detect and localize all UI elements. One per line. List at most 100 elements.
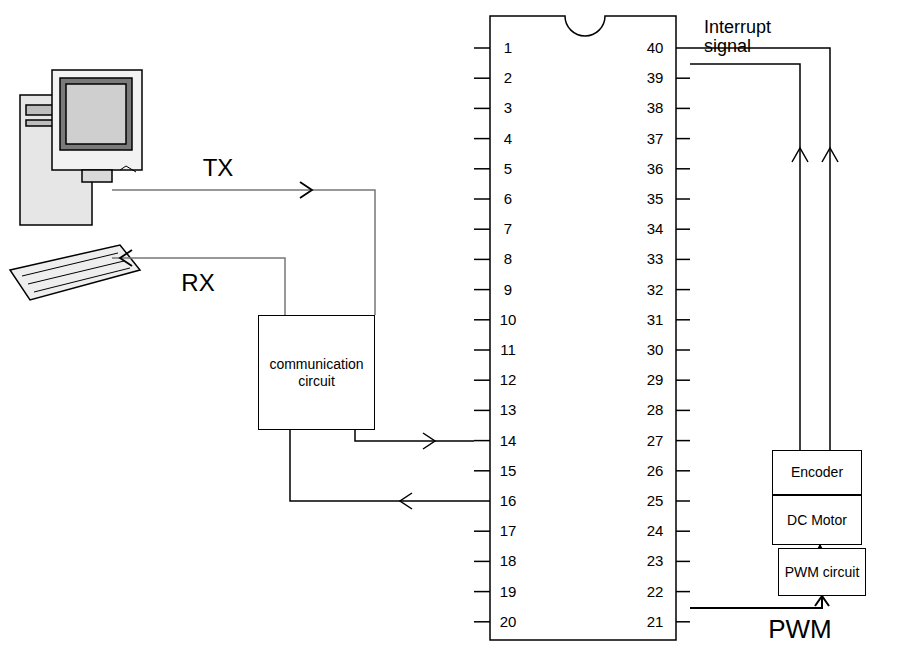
pin-number: 40 xyxy=(647,40,664,56)
pin-stub xyxy=(474,440,490,442)
pin-stub xyxy=(676,47,690,49)
pin-number: 39 xyxy=(647,70,664,86)
pin-stub xyxy=(676,349,690,351)
pin-number: 19 xyxy=(500,584,517,600)
pin-stub xyxy=(676,621,690,623)
pin-stub xyxy=(474,530,490,532)
pin-number: 29 xyxy=(647,372,664,388)
pin-stub xyxy=(676,138,690,140)
pin-number: 28 xyxy=(647,403,664,419)
signal-name: Interrupt signal xyxy=(704,18,792,56)
pin-stub xyxy=(474,168,490,170)
pin-number: 10 xyxy=(500,312,517,328)
pin-stub xyxy=(474,349,490,351)
pin-stub xyxy=(474,47,490,49)
pin-stub xyxy=(676,319,690,321)
pin-stub xyxy=(474,470,490,472)
pin-stub xyxy=(676,289,690,291)
pin-number: 16 xyxy=(500,493,517,509)
pin-number: 24 xyxy=(647,523,664,539)
pin-number: 33 xyxy=(647,252,664,268)
signal-name: PWM xyxy=(768,616,832,643)
pin-number: 25 xyxy=(647,493,664,509)
pin-number: 27 xyxy=(647,433,664,449)
uart-wires xyxy=(290,430,474,509)
box-label: DC Motor xyxy=(787,512,847,529)
pin-stub xyxy=(676,530,690,532)
pin-number: 2 xyxy=(504,70,512,86)
pin-stub xyxy=(676,500,690,502)
circuit-box: communication circuit xyxy=(258,315,375,430)
pin-number: 20 xyxy=(500,614,517,630)
pin-stub xyxy=(676,561,690,563)
pin-stub xyxy=(474,198,490,200)
interrupt-wires xyxy=(690,48,838,450)
pin-stub xyxy=(676,410,690,412)
pin-number: 11 xyxy=(500,342,516,358)
signal-name: TX xyxy=(203,155,234,180)
pin-number: 5 xyxy=(504,161,512,177)
pin-stub xyxy=(676,591,690,593)
pin-stub xyxy=(676,77,690,79)
pin-number: 3 xyxy=(504,101,512,117)
pin-stub xyxy=(474,561,490,563)
pin-number: 37 xyxy=(647,131,664,147)
pin-number: 38 xyxy=(647,101,664,117)
pin-stub xyxy=(676,198,690,200)
signal-name: RX xyxy=(181,270,214,295)
serial-wires xyxy=(112,190,375,315)
encoder-box: Encoder xyxy=(772,450,862,495)
pin-stub xyxy=(474,591,490,593)
pin-stub xyxy=(474,138,490,140)
pin-number: 1 xyxy=(504,40,512,56)
pin-stub xyxy=(474,289,490,291)
pin-number: 31 xyxy=(647,312,664,328)
box-label: Encoder xyxy=(791,464,843,481)
pin-number: 22 xyxy=(647,584,664,600)
box-label: PWM circuit xyxy=(785,564,860,581)
pin-number: 14 xyxy=(500,433,517,449)
pin-stub xyxy=(676,379,690,381)
pwm-wire xyxy=(690,596,829,608)
pin-number: 34 xyxy=(647,221,664,237)
pin-number: 26 xyxy=(647,463,664,479)
pin-stub xyxy=(474,77,490,79)
pin-stub xyxy=(474,379,490,381)
motor-box: DC Motor xyxy=(772,495,862,545)
dip40-chip xyxy=(474,16,690,640)
pin-number: 9 xyxy=(504,282,512,298)
pin-stub xyxy=(676,440,690,442)
pin-number: 4 xyxy=(504,131,512,147)
pin-number: 15 xyxy=(500,463,517,479)
pin-stub xyxy=(676,168,690,170)
pin-number: 17 xyxy=(500,523,517,539)
pin-number: 13 xyxy=(500,403,517,419)
pin-number: 36 xyxy=(647,161,664,177)
circuit-box: PWM circuit xyxy=(778,548,866,596)
pin-stub xyxy=(474,259,490,261)
pin-stub xyxy=(474,621,490,623)
serial-arrows xyxy=(120,182,312,266)
pin-number: 30 xyxy=(647,342,664,358)
pin-number: 6 xyxy=(504,191,512,207)
pin-stub xyxy=(474,500,490,502)
pin-number: 7 xyxy=(504,221,512,237)
pin-stub xyxy=(676,108,690,110)
computer-icon xyxy=(10,70,142,300)
pin-number: 12 xyxy=(500,372,517,388)
pin-stub xyxy=(676,259,690,261)
pin-stub xyxy=(474,410,490,412)
pin-number: 8 xyxy=(504,252,512,268)
pin-number: 21 xyxy=(647,614,664,630)
pin-stub xyxy=(474,228,490,230)
pin-stub xyxy=(676,470,690,472)
pin-stub xyxy=(474,108,490,110)
pin-number: 23 xyxy=(647,554,664,570)
pin-stub xyxy=(474,319,490,321)
pin-number: 32 xyxy=(647,282,664,298)
pin-number: 18 xyxy=(500,554,517,570)
box-label: communication circuit xyxy=(259,356,374,390)
pin-number: 35 xyxy=(647,191,664,207)
